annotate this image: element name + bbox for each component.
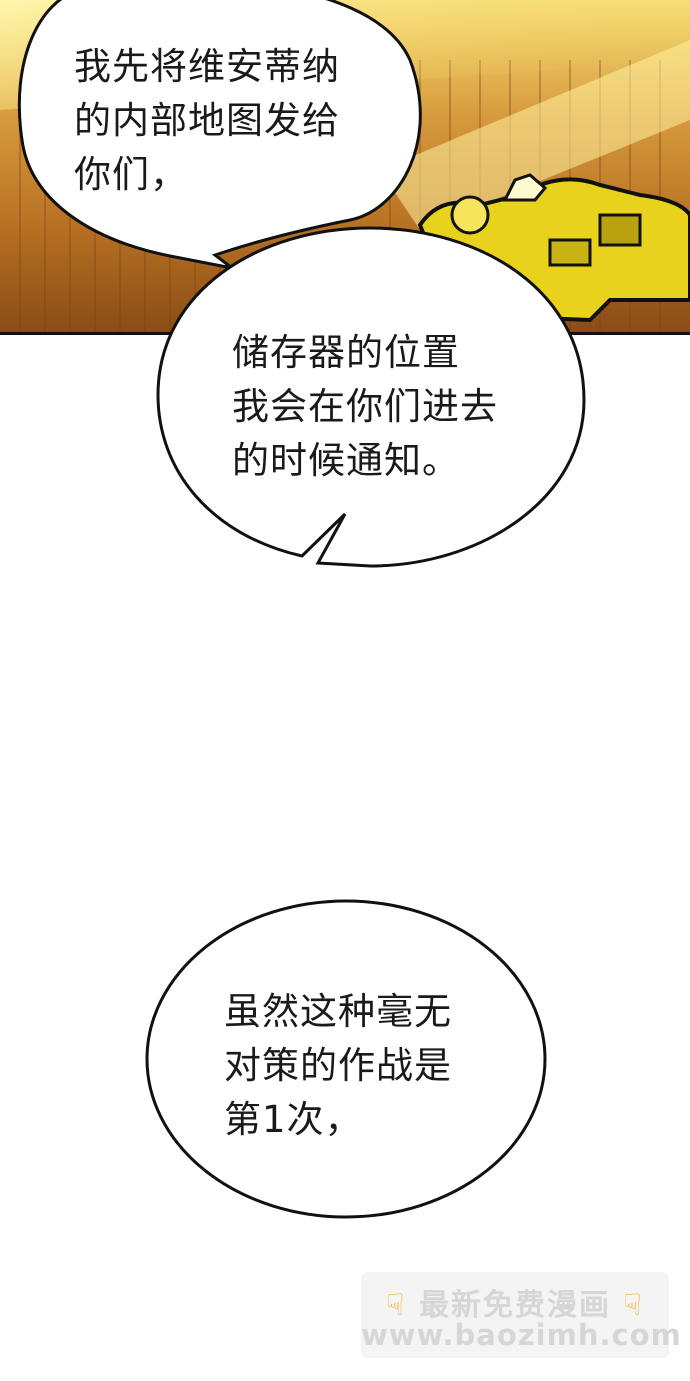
pointing-down-hand-icon: ☟: [386, 1288, 407, 1323]
bubble-3-line-2: 对策的作战是: [224, 1044, 452, 1087]
speech-bubble-1: 我先将维安蒂纳 的内部地图发给 你们，: [0, 0, 690, 280]
watermark-title-row: ☟ 最新免费漫画 ☟: [361, 1280, 669, 1324]
bubble-1-line-3: 你们，: [74, 153, 188, 196]
speech-bubble-3: 虽然这种毫无 对策的作战是 第1次，: [145, 899, 547, 1219]
speech-bubble-shape: [156, 226, 586, 568]
watermark-title: 最新免费漫画: [419, 1288, 611, 1323]
bubble-3-line-1: 虽然这种毫无: [224, 990, 452, 1033]
speech-bubble-shape: [145, 899, 547, 1219]
bubble-2-line-2: 我会在你们进去: [232, 385, 498, 428]
bubble-1-line-2: 的内部地图发给: [74, 99, 340, 142]
bubble-3-line-3: 第1次，: [224, 1098, 363, 1141]
light-beam: [380, 40, 690, 230]
bubble-2-line-1: 储存器的位置: [232, 331, 460, 374]
speech-bubble-2: 储存器的位置 我会在你们进去 的时候通知。: [0, 0, 690, 600]
watermark[interactable]: ☟ 最新免费漫画 ☟ www.baozimh.com: [361, 1272, 682, 1358]
gold-object-icon: [417, 173, 690, 323]
bubble-2-line-3: 的时候通知。: [232, 439, 460, 482]
speech-bubble-shape: [17, 0, 422, 270]
bubble-1-line-1: 我先将维安蒂纳: [74, 45, 340, 88]
watermark-url[interactable]: www.baozimh.com: [361, 1318, 682, 1352]
pointing-down-hand-icon: ☟: [623, 1288, 644, 1323]
